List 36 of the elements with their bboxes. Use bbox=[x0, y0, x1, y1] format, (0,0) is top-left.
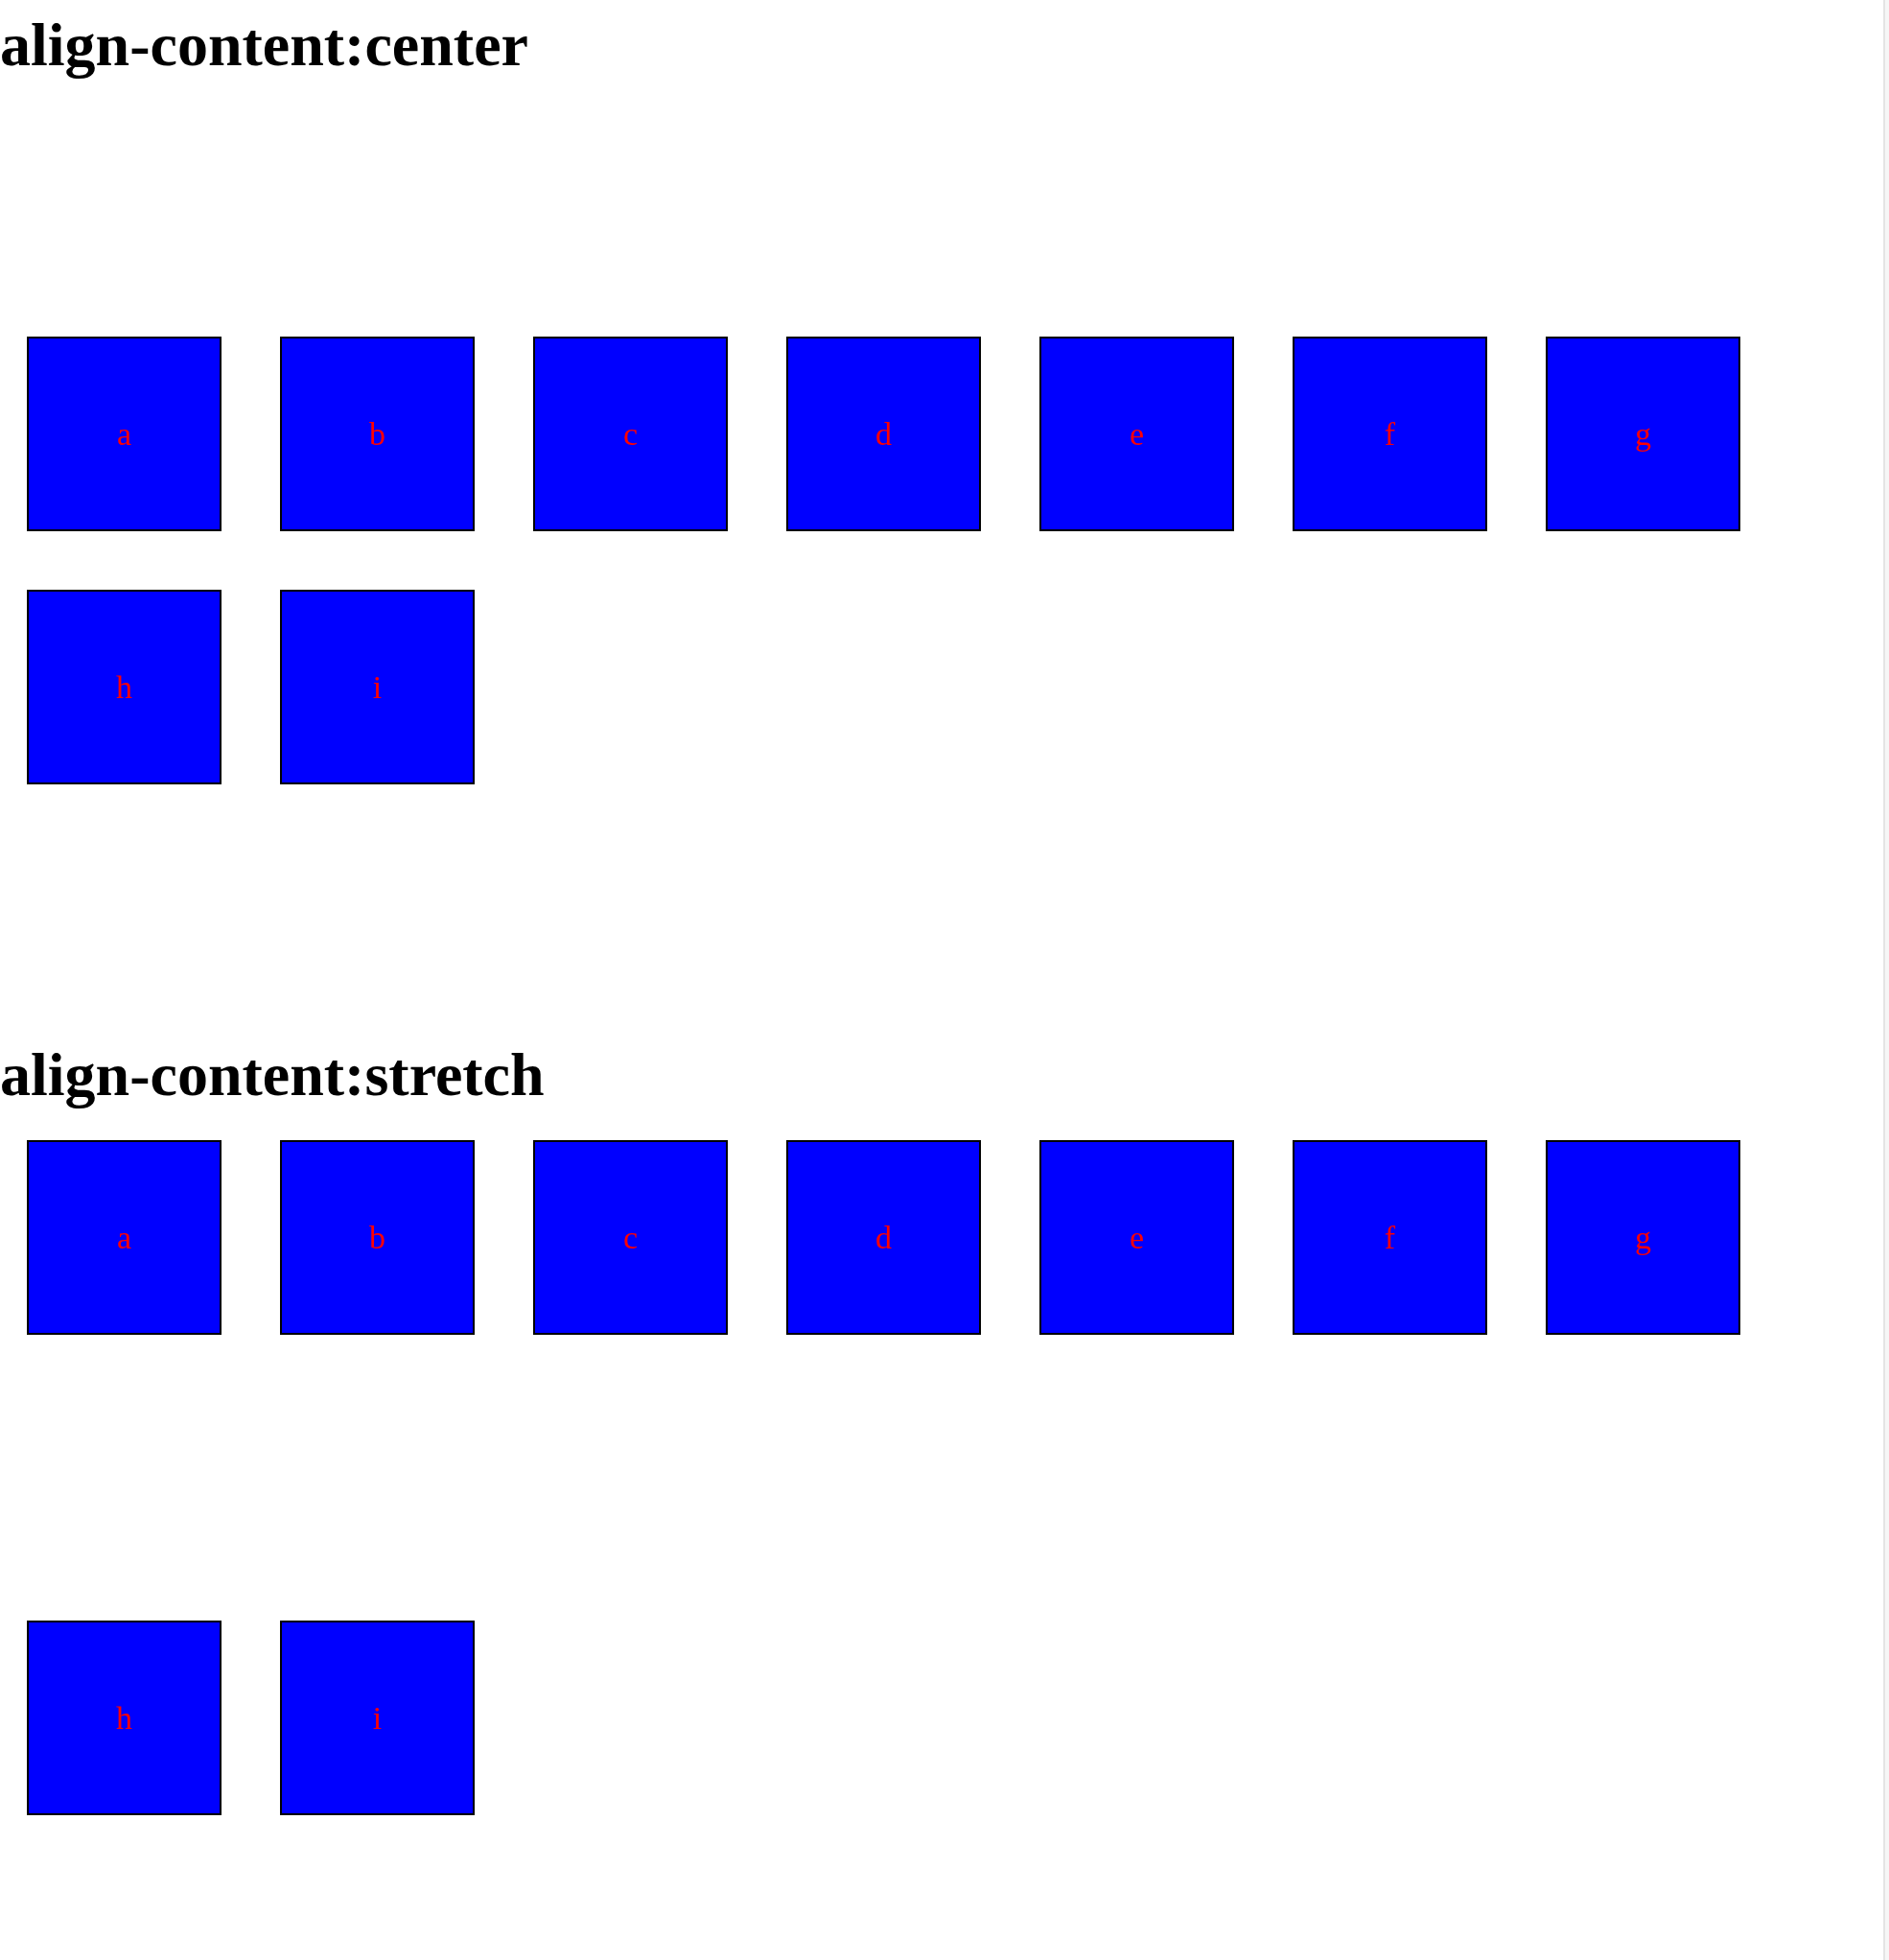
flex-item-box bbox=[533, 337, 728, 531]
item-letter: a bbox=[116, 417, 132, 451]
flex-item-box bbox=[786, 1140, 981, 1335]
item-letter: e bbox=[1129, 417, 1145, 451]
flex-item-box bbox=[1293, 1140, 1487, 1335]
flex-item-box bbox=[280, 337, 475, 531]
flex-item-box bbox=[27, 337, 222, 531]
item-letter: i bbox=[372, 670, 383, 704]
item-letter: g bbox=[1635, 1221, 1651, 1254]
item-letter: c bbox=[622, 417, 639, 451]
flex-item-box bbox=[27, 1621, 222, 1815]
item-letter: b bbox=[369, 417, 385, 451]
item-letter: f bbox=[1384, 417, 1396, 451]
item-letter: i bbox=[372, 1701, 383, 1735]
flex-item-box bbox=[280, 590, 475, 784]
flex-item-box bbox=[280, 1140, 475, 1335]
item-letter: g bbox=[1635, 417, 1651, 451]
item-letter: b bbox=[369, 1221, 385, 1254]
flex-item-box bbox=[280, 1621, 475, 1815]
item-letter: f bbox=[1384, 1221, 1396, 1254]
item-letter: c bbox=[622, 1221, 639, 1254]
flex-item-box bbox=[1546, 337, 1740, 531]
flex-item-box bbox=[27, 590, 222, 784]
item-letter: d bbox=[875, 1221, 892, 1254]
flex-item-box bbox=[27, 1140, 222, 1335]
item-letter: h bbox=[116, 1701, 132, 1735]
flex-item-box bbox=[1039, 1140, 1234, 1335]
flex-item-box bbox=[786, 337, 981, 531]
item-letter: a bbox=[116, 1221, 132, 1254]
flex-item-box bbox=[1293, 337, 1487, 531]
flex-item-box bbox=[533, 1140, 728, 1335]
item-letter: e bbox=[1129, 1221, 1145, 1254]
item-letter: d bbox=[875, 417, 892, 451]
item-letter: h bbox=[116, 670, 132, 704]
flex-item-box bbox=[1039, 337, 1234, 531]
flex-item-box bbox=[1546, 1140, 1740, 1335]
